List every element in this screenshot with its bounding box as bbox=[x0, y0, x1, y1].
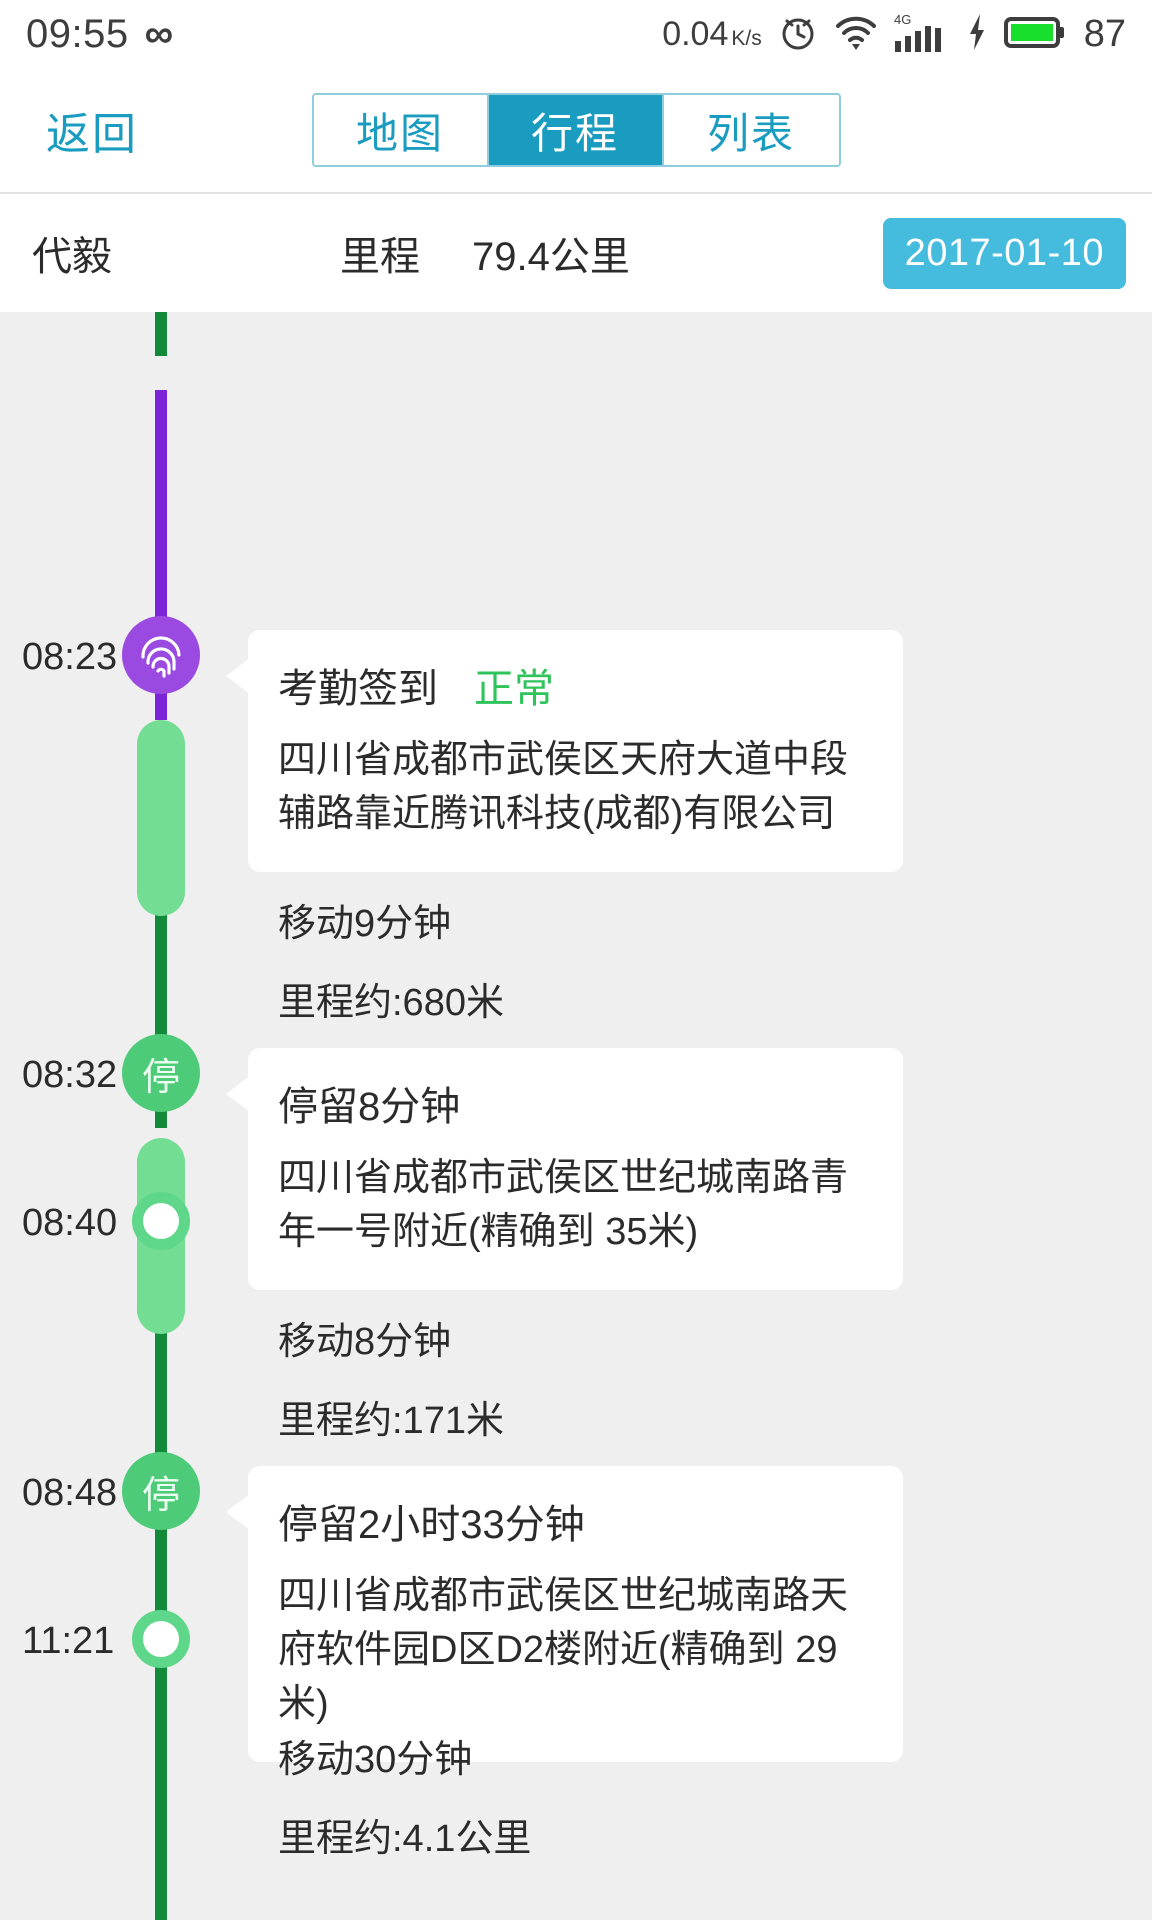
move-duration: 移动8分钟 bbox=[278, 1321, 452, 1363]
move-segment-3: 移动30分钟 里程约:4.1公里 bbox=[278, 1728, 531, 1862]
move-distance: 里程约:171米 bbox=[278, 1400, 504, 1442]
data-rate-unit: K/s bbox=[731, 26, 762, 50]
stop-node-label-1: 停 bbox=[141, 1056, 180, 1099]
mileage-label: 里程 bbox=[340, 235, 420, 279]
stop-node-2[interactable]: 停 bbox=[122, 1452, 200, 1530]
nav-bar: 返回 地图 行程 列表 bbox=[0, 68, 1152, 194]
person-name: 代毅 bbox=[32, 235, 112, 279]
stop-node-1[interactable]: 停 bbox=[122, 1034, 200, 1112]
data-rate: 0.04 K/s bbox=[662, 15, 762, 54]
move-duration: 移动30分钟 bbox=[278, 1739, 473, 1781]
fingerprint-icon[interactable] bbox=[122, 616, 200, 694]
stop-node-label-2: 停 bbox=[141, 1474, 180, 1517]
stop1-title-row: 停留8分钟 bbox=[278, 1074, 873, 1132]
alarm-clock-icon bbox=[778, 12, 818, 57]
battery-level: 87 bbox=[1083, 12, 1126, 55]
entry-time-stop1-start: 08:32 bbox=[22, 1054, 118, 1096]
mileage-value: 79.4公里 bbox=[472, 235, 630, 279]
stop-endcap-2 bbox=[132, 1610, 190, 1668]
stop2-title-row: 停留2小时33分钟 bbox=[278, 1492, 873, 1550]
entry-time-stop2-start: 08:48 bbox=[22, 1472, 118, 1514]
checkin-status-badge: 正常 bbox=[474, 667, 554, 711]
date-picker-badge[interactable]: 2017-01-10 bbox=[882, 217, 1126, 289]
svg-text:4G: 4G bbox=[894, 12, 911, 27]
checkin-title: 考勤签到 bbox=[278, 667, 438, 711]
move-distance: 里程约:4.1公里 bbox=[278, 1818, 532, 1860]
wifi-icon bbox=[834, 12, 878, 57]
entry-time-stop1-end: 08:40 bbox=[22, 1202, 118, 1244]
info-bar: 代毅 里程 79.4公里 2017-01-10 bbox=[0, 194, 1152, 312]
stop-card-2[interactable]: 停留2小时33分钟 四川省成都市武侯区世纪城南路天府软件园D区D2楼附近(精确到… bbox=[226, 1466, 903, 1762]
entry-time-stop2-end: 11:21 bbox=[22, 1620, 115, 1662]
stop-duration-bar-1 bbox=[137, 720, 185, 916]
move-segment-1: 移动9分钟 里程约:680米 bbox=[278, 892, 504, 1026]
checkin-title-row: 考勤签到 正常 bbox=[278, 656, 873, 714]
charging-bolt-icon bbox=[966, 12, 988, 57]
timeline-rail-green-move-3 bbox=[155, 1196, 167, 1920]
checkin-card[interactable]: 考勤签到 正常 四川省成都市武侯区天府大道中段辅路靠近腾讯科技(成都)有限公司 bbox=[226, 630, 903, 872]
stop2-address: 四川省成都市武侯区世纪城南路天府软件园D区D2楼附近(精确到 29米) bbox=[278, 1575, 849, 1725]
back-button[interactable]: 返回 bbox=[46, 110, 138, 159]
move-segment-2: 移动8分钟 里程约:171米 bbox=[278, 1310, 504, 1444]
data-rate-value: 0.04 bbox=[662, 14, 729, 53]
mileage-group: 里程 79.4公里 bbox=[340, 224, 630, 282]
tab-list[interactable]: 列表 bbox=[663, 95, 839, 165]
status-bar: 09:55 ∞ 0.04 K/s 4G bbox=[0, 0, 1152, 68]
move-distance: 里程约:680米 bbox=[278, 982, 504, 1024]
view-mode-segmented-control: 地图 行程 列表 bbox=[311, 93, 841, 167]
status-right-group: 0.04 K/s 4G bbox=[662, 11, 1126, 58]
entry-time-checkin: 08:23 bbox=[22, 636, 118, 678]
status-time: 09:55 bbox=[26, 11, 129, 56]
timeline[interactable]: 08:23 考勤签到 正常 四川省成都市武侯区天府大道中段辅路靠近腾讯科技(成都… bbox=[0, 312, 1152, 1920]
stop-endcap-1 bbox=[132, 1192, 190, 1250]
tab-trip[interactable]: 行程 bbox=[488, 95, 664, 165]
stop2-title: 停留2小时33分钟 bbox=[278, 1503, 585, 1547]
tab-map[interactable]: 地图 bbox=[313, 95, 489, 165]
timeline-rail-top-green bbox=[155, 312, 167, 356]
checkin-address: 四川省成都市武侯区天府大道中段辅路靠近腾讯科技(成都)有限公司 bbox=[278, 739, 849, 835]
stop1-title: 停留8分钟 bbox=[278, 1085, 461, 1129]
stop-card-1[interactable]: 停留8分钟 四川省成都市武侯区世纪城南路青年一号附近(精确到 35米) bbox=[226, 1048, 903, 1290]
infinity-icon: ∞ bbox=[144, 12, 174, 56]
move-duration: 移动9分钟 bbox=[278, 903, 452, 945]
battery-icon bbox=[1003, 12, 1066, 57]
stop1-address: 四川省成都市武侯区世纪城南路青年一号附近(精确到 35米) bbox=[278, 1157, 849, 1253]
signal-bars-icon: 4G bbox=[894, 11, 950, 58]
